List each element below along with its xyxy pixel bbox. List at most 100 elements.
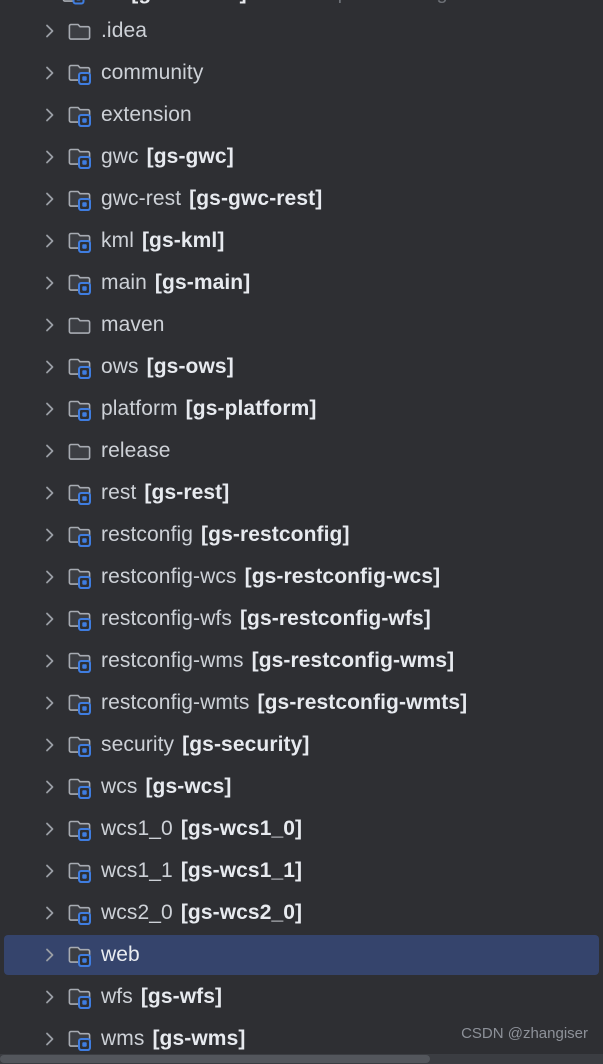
module-folder-icon	[62, 0, 88, 5]
module-folder-icon	[68, 859, 94, 883]
row-labels: .idea	[101, 19, 147, 43]
horizontal-scrollbar-track[interactable]	[0, 1054, 603, 1064]
row-labels: platform[gs-platform]	[101, 397, 316, 421]
row-labels: community	[101, 61, 203, 85]
module-folder-icon	[68, 145, 94, 169]
chevron-right-icon[interactable]	[40, 777, 60, 797]
folder-icon	[68, 19, 94, 43]
chevron-right-icon[interactable]	[40, 21, 60, 41]
tree-row--idea[interactable]: .idea	[0, 10, 603, 52]
node-name: restconfig-wfs	[101, 607, 232, 630]
chevron-right-icon[interactable]	[40, 903, 60, 923]
chevron-right-icon[interactable]	[40, 63, 60, 83]
chevron-right-icon[interactable]	[40, 651, 60, 671]
tree-row-wcs1-1[interactable]: wcs1_1[gs-wcs1_1]	[0, 850, 603, 892]
chevron-right-icon[interactable]	[40, 1029, 60, 1049]
module-folder-icon	[68, 565, 94, 589]
chevron-right-icon[interactable]	[40, 483, 60, 503]
chevron-right-icon[interactable]	[40, 357, 60, 377]
module-folder-icon	[68, 1027, 94, 1051]
node-name: wcs2_0	[101, 901, 173, 924]
row-labels: restconfig-wms[gs-restconfig-wms]	[101, 649, 454, 673]
chevron-right-icon[interactable]	[40, 861, 60, 881]
tree-row-restconfig-wfs[interactable]: restconfig-wfs[gs-restconfig-wfs]	[0, 598, 603, 640]
tree-row-main[interactable]: main[gs-main]	[0, 262, 603, 304]
tree-row-wcs1-0[interactable]: wcs1_0[gs-wcs1_0]	[0, 808, 603, 850]
node-name: platform	[101, 397, 178, 420]
tree-row-web[interactable]: web	[0, 934, 603, 976]
row-labels: rest[gs-rest]	[101, 481, 229, 505]
node-module: [gs-gwc]	[146, 145, 234, 168]
chevron-right-icon[interactable]	[40, 315, 60, 335]
node-name: main	[101, 271, 147, 294]
chevron-right-icon[interactable]	[40, 147, 60, 167]
node-name: maven	[101, 313, 165, 336]
node-module: [gs-security]	[182, 733, 310, 756]
row-labels: web	[101, 943, 140, 967]
chevron-right-icon[interactable]	[40, 105, 60, 125]
chevron-right-icon[interactable]	[40, 273, 60, 293]
row-labels: release	[101, 439, 171, 463]
node-name: rest	[101, 481, 137, 504]
chevron-right-icon[interactable]	[40, 231, 60, 251]
row-labels: wcs2_0 [gs-wcs2_0]	[101, 901, 302, 925]
tree-row-platform[interactable]: platform[gs-platform]	[0, 388, 603, 430]
tree-row-ows[interactable]: ows[gs-ows]	[0, 346, 603, 388]
node-name: extension	[101, 103, 192, 126]
row-labels: restconfig [gs-restconfig]	[101, 523, 350, 547]
row-labels: maven	[101, 313, 165, 337]
tree-row-kml[interactable]: kml[gs-kml]	[0, 220, 603, 262]
chevron-right-icon[interactable]	[40, 441, 60, 461]
chevron-right-icon[interactable]	[40, 945, 60, 965]
row-labels: wfs[gs-wfs]	[101, 985, 222, 1009]
row-labels: wcs [gs-wcs]	[101, 775, 231, 799]
node-module: [gs-restconfig]	[201, 523, 350, 546]
node-name: gwc-rest	[101, 187, 182, 210]
tree-row-rest[interactable]: rest[gs-rest]	[0, 472, 603, 514]
tree-row-wfs[interactable]: wfs[gs-wfs]	[0, 976, 603, 1018]
chevron-right-icon[interactable]	[40, 987, 60, 1007]
tree-row-wcs2-0[interactable]: wcs2_0 [gs-wcs2_0]	[0, 892, 603, 934]
tree-row-restconfig[interactable]: restconfig [gs-restconfig]	[0, 514, 603, 556]
tree-row-maven[interactable]: maven	[0, 304, 603, 346]
node-module: [gs-wcs]	[145, 775, 232, 798]
node-name: restconfig	[101, 523, 194, 546]
node-name: wcs	[101, 775, 138, 798]
node-module: [gs-wcs2_0]	[180, 901, 303, 924]
watermark-text: CSDN @zhangiser	[461, 1025, 588, 1042]
chevron-right-icon[interactable]	[40, 189, 60, 209]
tree-row-wms[interactable]: wms[gs-wms]	[0, 1018, 603, 1060]
root-node-name: src	[96, 0, 124, 5]
node-name: wms	[101, 1027, 145, 1050]
tree-row-extension[interactable]: extension	[0, 94, 603, 136]
chevron-right-icon[interactable]	[40, 525, 60, 545]
tree-row-wcs[interactable]: wcs [gs-wcs]	[0, 766, 603, 808]
node-name: wcs1_1	[101, 859, 173, 882]
chevron-right-icon[interactable]	[40, 735, 60, 755]
tree-row-gwc[interactable]: gwc[gs-gwc]	[0, 136, 603, 178]
chevron-right-icon[interactable]	[40, 693, 60, 713]
chevron-right-icon[interactable]	[40, 609, 60, 629]
module-folder-icon	[68, 817, 94, 841]
row-labels: ows[gs-ows]	[101, 355, 234, 379]
tree-row-restconfig-wms[interactable]: restconfig-wms[gs-restconfig-wms]	[0, 640, 603, 682]
tree-row-security[interactable]: security[gs-security]	[0, 724, 603, 766]
folder-icon	[68, 313, 94, 337]
module-folder-icon	[68, 61, 94, 85]
tree-row-root[interactable]: src [geoserver] D:\workspace\2023\geoser…	[0, 0, 603, 10]
tree-row-restconfig-wmts[interactable]: restconfig-wmts[gs-restconfig-wmts]	[0, 682, 603, 724]
horizontal-scrollbar-thumb[interactable]	[0, 1055, 430, 1063]
node-module: [gs-wcs1_0]	[180, 817, 303, 840]
module-folder-icon	[68, 229, 94, 253]
chevron-right-icon[interactable]	[40, 567, 60, 587]
tree-row-restconfig-wcs[interactable]: restconfig-wcs[gs-restconfig-wcs]	[0, 556, 603, 598]
tree-row-release[interactable]: release	[0, 430, 603, 472]
tree-row-gwc-rest[interactable]: gwc-rest[gs-gwc-rest]	[0, 178, 603, 220]
node-name: wfs	[101, 985, 133, 1008]
node-name: community	[101, 61, 204, 84]
chevron-right-icon[interactable]	[40, 399, 60, 419]
tree-row-community[interactable]: community	[0, 52, 603, 94]
chevron-right-icon[interactable]	[40, 819, 60, 839]
module-folder-icon	[68, 103, 94, 127]
root-node-path: D:\workspace\2023\geoserver\	[260, 0, 531, 5]
